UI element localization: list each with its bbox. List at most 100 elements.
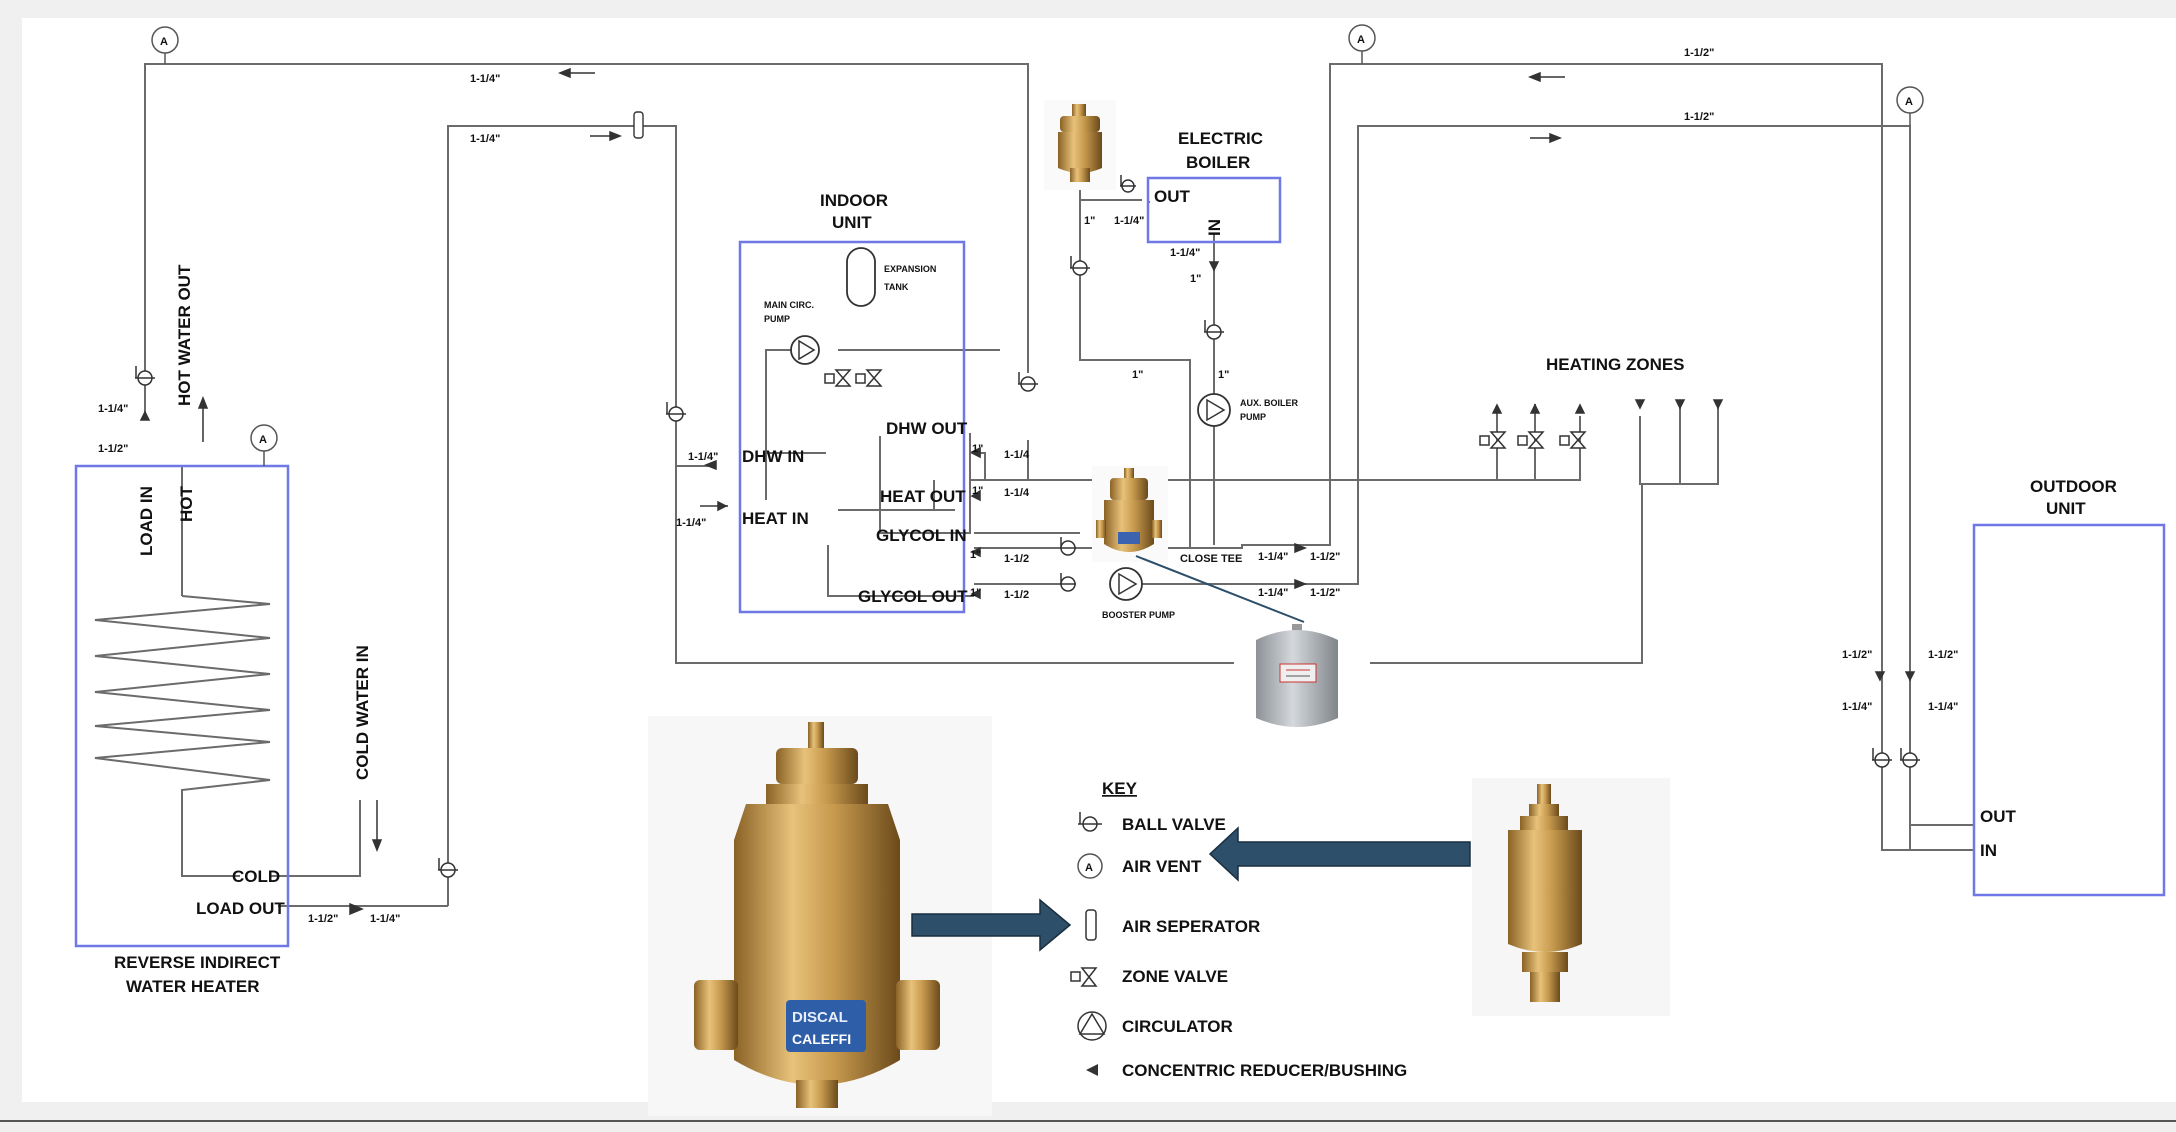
air-vent-letter: A: [160, 36, 168, 48]
key-item-label: CONCENTRIC REDUCER/BUSHING: [1122, 1061, 1407, 1080]
expansion-tank-label-line1: EXPANSION: [884, 264, 936, 274]
electric-boiler-box: [1146, 176, 1282, 244]
connector-line: [1135, 555, 1305, 623]
pipe-size-label: 1-1/2": [1310, 587, 1340, 599]
arrow-to-air-separator-icon: [911, 898, 1072, 952]
boiler-out-label: OUT: [1154, 187, 1191, 206]
pipe-size-label: 1": [970, 549, 981, 561]
pipe-size-label: 1-1/2": [1684, 111, 1714, 123]
pipe-size-label: 1": [970, 587, 981, 599]
zone-valve-icon: [1479, 431, 1507, 449]
pipe-size-label: 1-1/4: [1004, 487, 1030, 499]
flow-arrows: [139, 67, 1916, 916]
heat-in-label: HEAT IN: [742, 509, 809, 528]
load-out-label: LOAD OUT: [196, 899, 285, 918]
air-vent-photo: [1044, 100, 1116, 190]
air-separator-photo: [1092, 466, 1168, 562]
pipe-size-label: 1-1/2: [1004, 589, 1029, 601]
separator-maker-label: CALEFFI: [792, 1031, 851, 1047]
air-vent-icon: A: [250, 424, 278, 466]
hot-water-out-label: HOT WATER OUT: [175, 264, 194, 406]
zone-valve-icon: [824, 369, 852, 387]
key-item-label: AIR SEPERATOR: [1122, 917, 1260, 936]
pipe-size-label: 1-1/4": [1258, 551, 1288, 563]
pointer-arrows: [911, 826, 1471, 952]
pipe-size-label: 1-1/2: [1004, 553, 1029, 565]
expansion-tank-label-line2: TANK: [884, 282, 909, 292]
air-vent-letter: A: [1357, 34, 1365, 46]
outdoor-in-label: IN: [1980, 841, 1997, 860]
zone-valve-icon: [1070, 967, 1098, 987]
ball-valve-icon: [1060, 537, 1076, 556]
water-heater-title-line2: WATER HEATER: [126, 977, 259, 996]
key-item-label: CIRCULATOR: [1122, 1017, 1233, 1036]
boiler-in-label: IN: [1205, 219, 1224, 236]
air-vent-letter: A: [259, 434, 267, 446]
pipe-size-label: 1-1/2": [98, 443, 128, 455]
cold-water-in-label: COLD WATER IN: [353, 645, 372, 780]
separator-brand-label: DISCAL: [792, 1009, 848, 1026]
air-separator-icon: [633, 111, 644, 139]
pipe-size-label: 1-1/4": [1928, 701, 1958, 713]
booster-pump-label: BOOSTER PUMP: [1102, 610, 1175, 620]
pipe-size-label: 1-1/2": [308, 913, 338, 925]
zone-valve-icon: [855, 369, 883, 387]
indoor-unit-box: [738, 240, 966, 614]
air-vent-icon: A: [1077, 853, 1103, 879]
pipe-size-label: 1-1/4": [1114, 215, 1144, 227]
pipe-size-label: 1-1/4": [676, 517, 706, 529]
ball-valve-icon: [438, 858, 458, 878]
electric-boiler-title-line2: BOILER: [1186, 153, 1250, 172]
ball-valve-icon: [135, 366, 155, 386]
zone-valves: [824, 369, 1587, 449]
ball-valve-icon: [1070, 256, 1090, 276]
ball-valve-icon: [1018, 372, 1038, 392]
pipe-size-label: 1-1/2": [1310, 551, 1340, 563]
ball-valve-icon: [1204, 320, 1224, 340]
cold-label: COLD: [232, 867, 280, 886]
load-in-label: LOAD IN: [137, 486, 156, 556]
key-item-label: AIR VENT: [1122, 857, 1202, 876]
expansion-tank-photo: [1234, 622, 1370, 740]
air-vents: A A A A: [151, 24, 1924, 466]
water-heater-box: [74, 464, 290, 948]
legend-key: KEY BALL VALVE A AIR VENT AIR SEPERATOR …: [1070, 779, 1407, 1080]
pipe-size-label: 1-1/4": [688, 451, 718, 463]
pipe-size-label: 1-1/2": [1842, 649, 1872, 661]
large-air-vent-photo: [1472, 778, 1670, 1016]
pipe-size-label: 1-1/4: [1004, 449, 1030, 461]
air-vent-letter: A: [1085, 862, 1093, 874]
pipe-size-label: 1": [1218, 369, 1229, 381]
expansion-tank-icon: [846, 247, 876, 307]
key-item-label: BALL VALVE: [1122, 815, 1226, 834]
diagram-labels: HOT WATER OUT LOAD IN HOT COLD WATER IN …: [98, 47, 2117, 996]
pipe-size-label: 1-1/4": [1842, 701, 1872, 713]
arrow-to-air-vent-icon: [1208, 826, 1471, 882]
air-vent-letter: A: [1905, 96, 1913, 108]
heat-out-label: HEAT OUT: [880, 487, 966, 506]
pipe-size-label: 1-1/4": [470, 133, 500, 145]
air-vent-icon: A: [1896, 86, 1924, 126]
main-circ-pump-label-line2: PUMP: [764, 314, 790, 324]
electric-boiler-title-line1: ELECTRIC: [1178, 129, 1263, 148]
glycol-out-label: GLYCOL OUT: [858, 587, 968, 606]
key-item-label: ZONE VALVE: [1122, 967, 1228, 986]
key-title: KEY: [1102, 779, 1138, 798]
ball-valve-icon: [1872, 748, 1892, 768]
pipe-size-label: 1": [1132, 369, 1143, 381]
pipe-size-label: 1-1/4": [370, 913, 400, 925]
ball-valve-icon: [1900, 748, 1920, 768]
aux-boiler-pump-label-line2: PUMP: [1240, 412, 1266, 422]
zone-valve-icon: [1559, 431, 1587, 449]
glycol-in-label: GLYCOL IN: [876, 526, 967, 545]
circulator-icon: [1077, 1011, 1107, 1041]
outdoor-out-label: OUT: [1980, 807, 2017, 826]
pipe-size-label: 1-1/4": [1258, 587, 1288, 599]
pipe-size-label: 1-1/4": [470, 73, 500, 85]
dhw-out-label: DHW OUT: [886, 419, 968, 438]
ball-valve-icon: [666, 402, 686, 422]
air-vent-icon: A: [1348, 24, 1376, 64]
indoor-unit-title-line1: INDOOR: [820, 191, 888, 210]
outdoor-unit-title-line1: OUTDOOR: [2030, 477, 2117, 496]
